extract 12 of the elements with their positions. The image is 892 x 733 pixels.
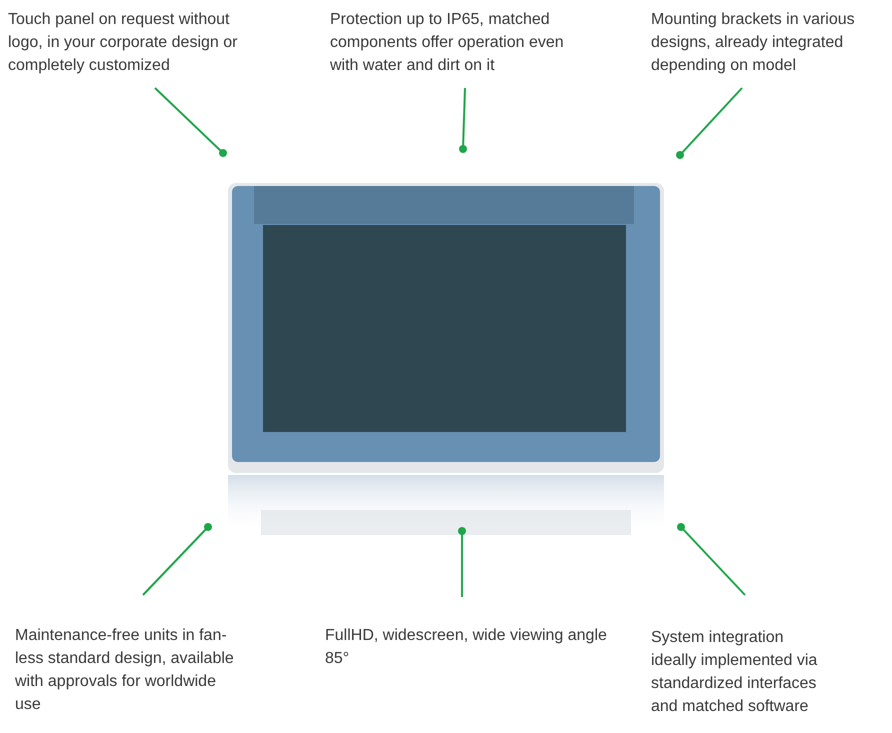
leader-line [458, 527, 466, 597]
leader-line [459, 88, 467, 153]
leader-line [676, 87, 743, 159]
callout-text: Mounting brackets in various designs, already integrated depending on model [651, 10, 856, 76]
leader-line [677, 523, 746, 596]
callout-text: Protection up to IP65, matched components offer operation even with water and dirt on it [330, 10, 565, 76]
callout-text: Maintenance-free units in fan-less standard design, available with approvals for worldwide use [15, 626, 235, 715]
callout-text: System integration ideally implemented via standardized interfaces and matched software [651, 628, 818, 717]
leader-line [154, 87, 227, 157]
callout-text: FullHD, widescreen, wide viewing angle 85° [325, 626, 608, 669]
callout-text: Touch panel on request without logo, in your corporate design or completely customized [8, 10, 238, 76]
leader-line [142, 523, 212, 596]
